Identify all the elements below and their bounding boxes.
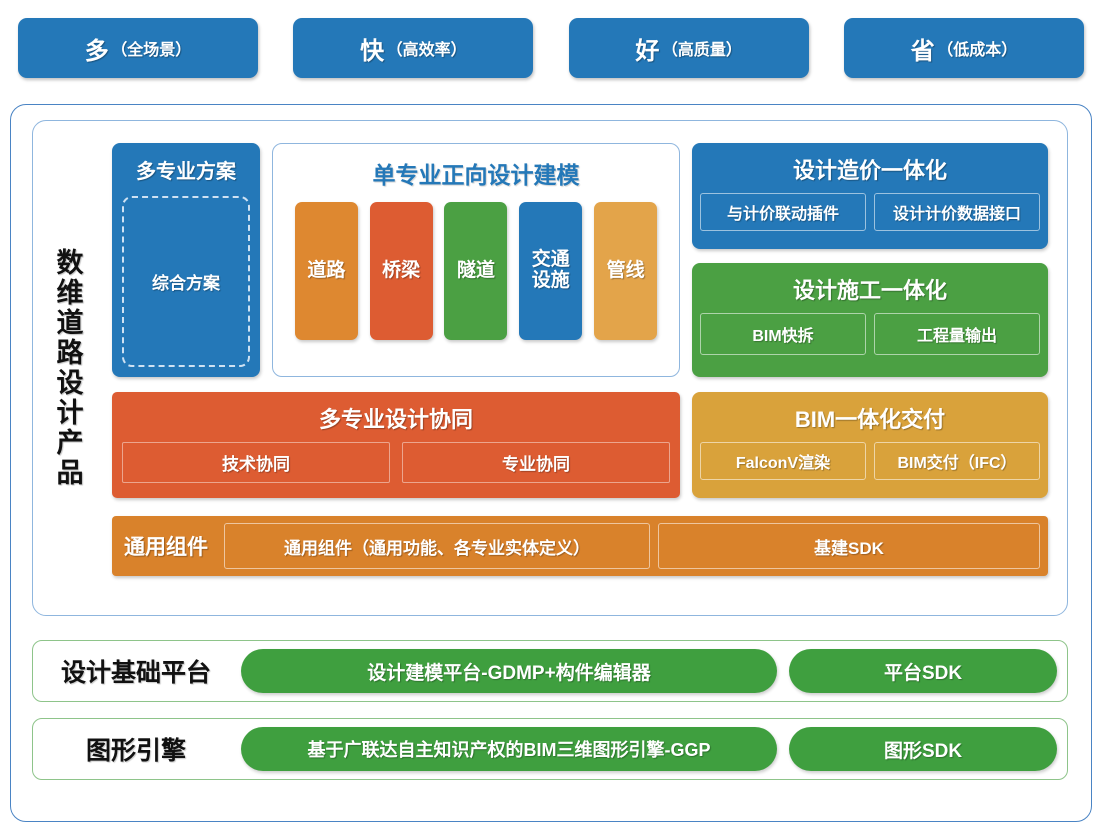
design-construction-integration-subs: BIM快拆 工程量输出	[700, 313, 1040, 355]
multi-discipline-collaboration-title: 多专业设计协同	[318, 407, 473, 432]
common-components-strip[interactable]: 通用组件 通用组件（通用功能、各专业实体定义） 基建SDK	[112, 516, 1048, 576]
slogan-button-2[interactable]: 好 （高质量）	[568, 18, 809, 78]
slogan-detail-3: （低成本）	[937, 42, 1018, 59]
design-cost-integration-block[interactable]: 设计造价一体化 与计价联动插件 设计计价数据接口	[692, 143, 1048, 249]
design-cost-sub-1[interactable]: 设计计价数据接口	[874, 193, 1040, 231]
slogan-keyword-1: 快	[360, 37, 385, 65]
design-cost-integration-title: 设计造价一体化	[792, 158, 947, 183]
discipline-card-tunnel[interactable]: 隧道	[444, 202, 508, 340]
multi-discipline-plan-block[interactable]: 多专业方案 综合方案	[112, 143, 260, 377]
bim-delivery-integration-title: BIM一体化交付	[794, 407, 946, 432]
multi-discipline-collaboration-block[interactable]: 多专业设计协同 技术协同 专业协同	[112, 392, 680, 498]
slogan-keyword-3: 省	[910, 37, 936, 65]
graphics-engine-row: 图形引擎 基于广联达自主知识产权的BIM三维图形引擎-GGP 图形SDK	[32, 718, 1068, 780]
slogan-button-0[interactable]: 多 （全场景）	[18, 18, 258, 78]
slogan-button-3[interactable]: 省 （低成本）	[843, 18, 1084, 78]
bim-delivery-sub-0[interactable]: FalconV渲染	[700, 442, 866, 480]
multi-discipline-plan-title: 多专业方案	[136, 161, 236, 183]
multi-discipline-collaboration-subs: 技术协同 专业协同	[122, 442, 670, 483]
slogan-keyword-0: 多	[84, 37, 110, 65]
graphics-engine-main-pill[interactable]: 基于广联达自主知识产权的BIM三维图形引擎-GGP	[241, 727, 777, 771]
graphics-engine-sdk-pill[interactable]: 图形SDK	[789, 727, 1057, 771]
discipline-card-road[interactable]: 道路	[294, 202, 358, 340]
design-cost-integration-subs: 与计价联动插件 设计计价数据接口	[700, 193, 1040, 231]
bim-delivery-sub-1[interactable]: BIM交付（IFC）	[874, 442, 1040, 480]
bim-delivery-integration-block[interactable]: BIM一体化交付 FalconV渲染 BIM交付（IFC）	[692, 392, 1048, 498]
slogan-keyword-2: 好	[635, 37, 660, 65]
collaboration-sub-1[interactable]: 专业协同	[402, 442, 670, 483]
slogan-button-1[interactable]: 快 （高效率）	[293, 18, 534, 78]
discipline-card-pipeline[interactable]: 管线	[594, 202, 658, 340]
common-components-label: 通用组件	[124, 536, 208, 559]
slogan-button-row: 多 （全场景） 快 （高效率） 好 （高质量） 省 （低成本）	[18, 18, 1084, 78]
slogan-detail-1: （高效率）	[386, 42, 467, 59]
slogan-detail-0: （全场景）	[111, 42, 192, 59]
discipline-card-traffic-facility[interactable]: 交通设施	[519, 202, 583, 340]
design-construction-sub-1[interactable]: 工程量输出	[874, 313, 1040, 355]
design-base-platform-label: 设计基础平台	[60, 659, 211, 687]
product-vertical-title: 数维道路设计产品	[52, 248, 83, 488]
graphics-engine-label: 图形引擎	[85, 737, 186, 765]
design-base-platform-main-pill[interactable]: 设计建模平台-GDMP+构件编辑器	[241, 649, 777, 693]
discipline-card-bridge[interactable]: 桥梁	[369, 202, 433, 340]
design-cost-sub-0[interactable]: 与计价联动插件	[700, 193, 866, 231]
design-construction-integration-block[interactable]: 设计施工一体化 BIM快拆 工程量输出	[692, 263, 1048, 377]
design-construction-sub-0[interactable]: BIM快拆	[700, 313, 866, 355]
common-components-box-0[interactable]: 通用组件（通用功能、各专业实体定义）	[224, 523, 650, 569]
slogan-detail-2: （高质量）	[661, 42, 742, 59]
bim-delivery-integration-subs: FalconV渲染 BIM交付（IFC）	[700, 442, 1040, 480]
design-base-platform-row: 设计基础平台 设计建模平台-GDMP+构件编辑器 平台SDK	[32, 640, 1068, 702]
comprehensive-plan-box[interactable]: 综合方案	[122, 196, 250, 367]
design-construction-integration-title: 设计施工一体化	[792, 278, 947, 303]
common-components-box-1[interactable]: 基建SDK	[658, 523, 1040, 569]
discipline-card-row: 道路 桥梁 隧道 交通设施 管线	[273, 202, 679, 340]
single-discipline-modeling-panel: 单专业正向设计建模 道路 桥梁 隧道 交通设施 管线	[272, 143, 680, 377]
collaboration-sub-0[interactable]: 技术协同	[122, 442, 390, 483]
design-base-platform-sdk-pill[interactable]: 平台SDK	[789, 649, 1057, 693]
single-discipline-modeling-title: 单专业正向设计建模	[372, 162, 580, 188]
